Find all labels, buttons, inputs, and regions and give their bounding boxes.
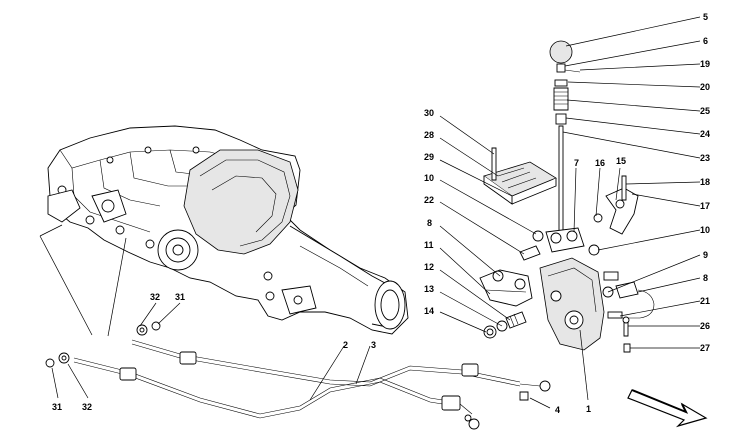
callout-22: 22 xyxy=(424,195,434,205)
callout-29: 29 xyxy=(424,152,434,162)
callout-2: 2 xyxy=(343,340,348,350)
callout-30: 30 xyxy=(424,108,434,118)
selector-cable-2 xyxy=(73,357,480,430)
callout-labels: 5 6 19 20 25 24 23 18 17 10 9 8 21 26 27… xyxy=(52,12,710,415)
callout-11: 11 xyxy=(424,240,434,250)
gearbox-leader-lines xyxy=(39,224,127,337)
callout-27: 27 xyxy=(700,343,710,353)
callout-23: 23 xyxy=(700,153,710,163)
callout-12: 12 xyxy=(424,262,434,272)
callout-10-left: 10 xyxy=(424,173,434,183)
callout-24: 24 xyxy=(700,129,710,139)
callout-8-left: 8 xyxy=(427,218,432,228)
callout-9: 9 xyxy=(703,250,708,260)
callout-10-right: 10 xyxy=(700,225,710,235)
callout-32-top: 32 xyxy=(150,292,160,302)
callout-3: 3 xyxy=(371,340,376,350)
cable-end-fasteners xyxy=(45,321,529,401)
callout-5: 5 xyxy=(703,12,708,22)
callout-4: 4 xyxy=(555,405,560,415)
callout-1: 1 xyxy=(586,404,591,414)
callout-15: 15 xyxy=(616,156,626,166)
callout-13: 13 xyxy=(424,284,434,294)
selector-cable-3 xyxy=(131,339,551,392)
callout-18: 18 xyxy=(700,177,710,187)
callout-8-right: 8 xyxy=(703,273,708,283)
leader-lines xyxy=(51,16,701,409)
callout-31-top: 31 xyxy=(175,292,185,302)
callout-26: 26 xyxy=(700,321,710,331)
direction-arrow xyxy=(627,389,708,428)
shift-lever-assembly xyxy=(479,40,655,353)
callout-7: 7 xyxy=(574,158,579,168)
callout-31-bottom: 31 xyxy=(52,402,62,412)
gearbox-housing xyxy=(47,125,409,335)
callout-21: 21 xyxy=(700,296,710,306)
callout-6: 6 xyxy=(703,36,708,46)
callout-19: 19 xyxy=(700,59,710,69)
callout-25: 25 xyxy=(700,106,710,116)
callout-16: 16 xyxy=(595,158,605,168)
callout-32-bottom: 32 xyxy=(82,402,92,412)
callout-20: 20 xyxy=(700,82,710,92)
callout-28: 28 xyxy=(424,130,434,140)
callout-17: 17 xyxy=(700,201,710,211)
callout-14: 14 xyxy=(424,306,434,316)
